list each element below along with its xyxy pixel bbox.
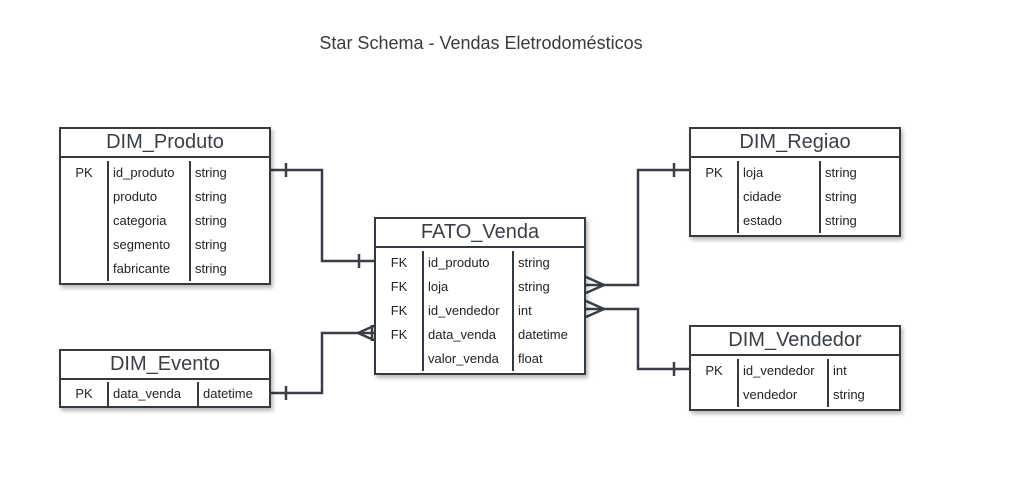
type-cell: string xyxy=(825,213,857,228)
field-cell: id_vendedor xyxy=(428,303,500,318)
link-vendedor-fato xyxy=(585,299,690,376)
key-cell xyxy=(691,185,737,209)
field-cell: estado xyxy=(743,213,783,228)
table-title: FATO_Venda xyxy=(376,219,584,248)
key-cell xyxy=(376,347,422,371)
field-cell: fabricante xyxy=(113,261,171,276)
key-cell xyxy=(61,233,107,257)
key-cell: FK xyxy=(390,303,408,318)
key-cell: PK xyxy=(705,165,723,180)
field-cell: id_produto xyxy=(113,165,175,180)
type-cell: datetime xyxy=(518,327,568,342)
field-cell: categoria xyxy=(113,213,167,228)
table-dim-regiao[interactable]: DIM_Regiao PK loja cidade estado string … xyxy=(689,127,901,237)
type-cell: string xyxy=(195,237,227,252)
type-cell: string xyxy=(195,261,227,276)
type-cell: float xyxy=(518,351,543,366)
table-dim-produto[interactable]: DIM_Produto PK id_produto produto catego… xyxy=(59,127,271,285)
field-cell: id_vendedor xyxy=(743,363,815,378)
type-cell: string xyxy=(825,165,857,180)
link-regiao-fato xyxy=(585,163,690,295)
table-dim-vendedor[interactable]: DIM_Vendedor PK id_vendedor vendedor int… xyxy=(689,325,901,411)
type-cell: string xyxy=(518,255,550,270)
field-cell: data_venda xyxy=(428,327,496,342)
field-cell: id_produto xyxy=(428,255,490,270)
field-cell: produto xyxy=(113,189,158,204)
link-evento-fato xyxy=(270,323,377,400)
field-cell: cidade xyxy=(743,189,782,204)
key-cell: FK xyxy=(390,279,408,294)
key-cell xyxy=(691,209,737,233)
key-cell xyxy=(61,209,107,233)
key-cell xyxy=(61,185,107,209)
type-cell: string xyxy=(195,213,227,228)
key-cell: FK xyxy=(390,327,408,342)
field-cell: valor_venda xyxy=(428,351,499,366)
table-title: DIM_Regiao xyxy=(691,129,899,158)
table-title: DIM_Vendedor xyxy=(691,327,899,356)
table-title: DIM_Evento xyxy=(61,351,269,380)
key-cell xyxy=(61,257,107,281)
field-cell: loja xyxy=(428,279,449,294)
key-cell: PK xyxy=(75,386,93,401)
type-cell: string xyxy=(195,165,227,180)
diagram-title: Star Schema - Vendas Eletrodomésticos xyxy=(319,33,643,53)
field-cell: vendedor xyxy=(743,387,798,402)
table-fato-venda[interactable]: FATO_Venda FK FK FK FK id_produto loja i… xyxy=(374,217,586,375)
type-cell: string xyxy=(833,387,865,402)
type-cell: string xyxy=(518,279,550,294)
table-dim-evento[interactable]: DIM_Evento PK data_venda datetime xyxy=(59,349,271,408)
type-cell: int xyxy=(833,363,847,378)
field-cell: data_venda xyxy=(113,386,181,401)
type-cell: string xyxy=(825,189,857,204)
key-cell: FK xyxy=(390,255,408,270)
type-cell: string xyxy=(195,189,227,204)
key-cell: PK xyxy=(75,165,93,180)
field-cell: segmento xyxy=(113,237,171,252)
key-cell: PK xyxy=(705,363,723,378)
field-cell: loja xyxy=(743,165,764,180)
link-produto-fato xyxy=(270,163,376,268)
type-cell: int xyxy=(518,303,532,318)
key-cell xyxy=(691,383,737,407)
type-cell: datetime xyxy=(203,386,253,401)
table-title: DIM_Produto xyxy=(61,129,269,158)
